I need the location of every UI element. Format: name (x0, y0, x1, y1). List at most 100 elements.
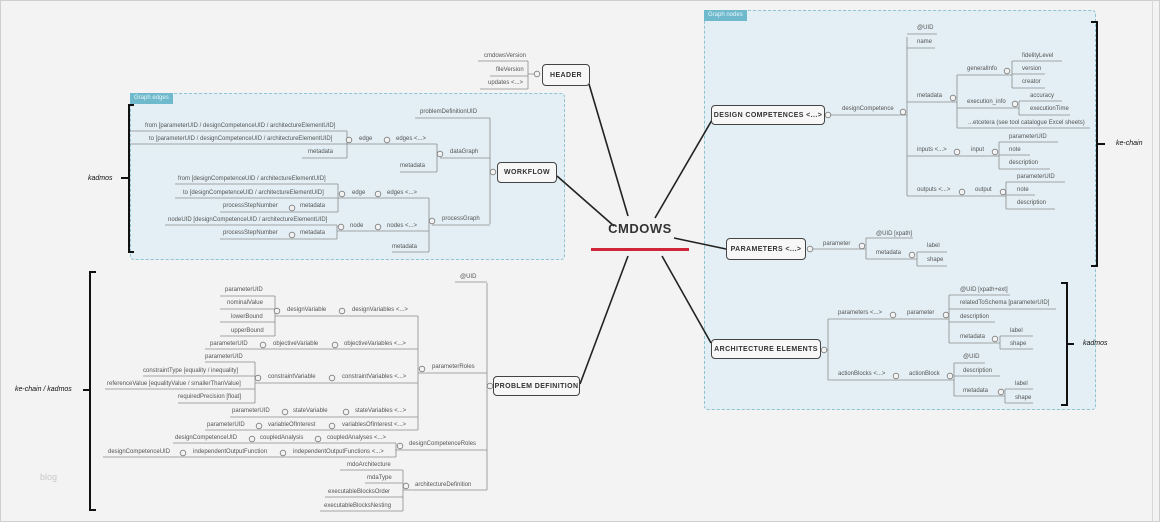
ae-action-block[interactable]: actionBlock (909, 371, 940, 377)
wf-pg-node-uid[interactable]: nodeUID [designCompetenceUID / architect… (168, 217, 328, 223)
pd-architecture-definition[interactable]: architectureDefinition (415, 482, 472, 488)
dc-etcetera[interactable]: ...etcetera (see tool catalogue Excel sh… (968, 120, 1085, 126)
pd-coupled-analyses[interactable]: coupledAnalyses <...> (327, 435, 387, 441)
wf-pg-edge-to[interactable]: to [designCompetenceUID / architectureEl… (183, 190, 324, 196)
dc-design-competence[interactable]: designCompetence (842, 106, 894, 112)
pd-state-variables[interactable]: stateVariables <...> (355, 408, 407, 414)
pd-variables-of-interest[interactable]: variablesOfInterest <...> (342, 422, 407, 428)
dc-input-description[interactable]: description (1009, 160, 1039, 166)
pd-constraint-variables[interactable]: constraintVariables <...> (342, 374, 407, 380)
pd-state-variable[interactable]: stateVariable (293, 408, 328, 414)
wf-dg-edge-to[interactable]: to [parameterUID / designCompetenceUID /… (149, 136, 333, 142)
dc-input-note[interactable]: note (1009, 147, 1021, 153)
pd-executable-blocks-order[interactable]: executableBlocksOrder (328, 489, 391, 495)
dc-fidelity-level[interactable]: fidelityLevel (1022, 53, 1054, 59)
pd-executable-blocks-nesting[interactable]: executableBlocksNesting (324, 503, 392, 509)
wf-pg-nodes[interactable]: nodes <...> (387, 223, 418, 229)
dc-creator[interactable]: creator (1022, 79, 1041, 85)
pd-coupled-analysis[interactable]: coupledAnalysis (260, 435, 304, 441)
topic-header[interactable]: HEADER (542, 64, 590, 86)
ae-action-block-description[interactable]: description (963, 368, 993, 374)
dc-metadata[interactable]: metadata (917, 93, 943, 99)
dc-input[interactable]: input (971, 147, 985, 153)
wf-dg-edge-from[interactable]: from [parameterUID / designCompetenceUID… (145, 123, 336, 129)
wf-dg-edge[interactable]: edge (359, 136, 373, 142)
ae-action-blocks[interactable]: actionBlocks <...> (838, 371, 886, 377)
central-topic-cmdows[interactable]: CMDOWS (608, 221, 672, 236)
dc-input-parameter-uid[interactable]: parameterUID (1009, 134, 1047, 140)
wf-data-graph[interactable]: dataGraph (450, 149, 479, 155)
topic-parameters[interactable]: PARAMETERS <...> (726, 238, 806, 260)
pd-design-competence-roles[interactable]: designCompetenceRoles (409, 441, 477, 447)
pd-variable-of-interest[interactable]: variableOfInterest (268, 422, 316, 428)
wf-dg-metadata[interactable]: metadata (400, 163, 426, 169)
pd-dv-upper-bound[interactable]: upperBound (231, 328, 264, 334)
dc-output-parameter-uid[interactable]: parameterUID (1017, 174, 1055, 180)
ae-parameter-description[interactable]: description (960, 314, 990, 320)
ae-action-block-shape[interactable]: shape (1015, 395, 1032, 401)
ae-parameter-label[interactable]: label (1010, 328, 1023, 334)
wf-pg-metadata[interactable]: metadata (392, 244, 418, 250)
pd-design-variables[interactable]: designVariables <...> (352, 307, 408, 313)
dc-output-note[interactable]: note (1017, 187, 1029, 193)
pd-cv-parameter-uid[interactable]: parameterUID (205, 354, 243, 360)
ae-related-to-schema[interactable]: relatedToSchema [parameterUID] (960, 300, 1050, 306)
pd-uid[interactable]: @UID (460, 274, 477, 280)
pd-parameter-roles[interactable]: parameterRoles (432, 364, 475, 370)
pd-dv-parameter-uid[interactable]: parameterUID (225, 287, 263, 293)
dc-execution-info[interactable]: execution_info (967, 99, 1006, 105)
ae-action-block-label[interactable]: label (1015, 381, 1028, 387)
par-parameter[interactable]: parameter (823, 241, 851, 247)
par-uid[interactable]: @UID [xpath] (876, 231, 913, 237)
wf-dg-edges[interactable]: edges <...> (396, 136, 427, 142)
dc-execution-time[interactable]: executionTime (1030, 106, 1069, 112)
pd-cv-reference-value[interactable]: referenceValue [equalityValue / smallerT… (107, 381, 241, 387)
pd-independent-output-functions[interactable]: independentOutputFunctions <...> (293, 449, 384, 455)
ae-action-block-metadata[interactable]: metadata (963, 388, 989, 394)
topic-architecture-elements[interactable]: ARCHITECTURE ELEMENTS (711, 339, 821, 359)
pd-design-variable[interactable]: designVariable (287, 307, 327, 313)
ae-action-block-uid[interactable]: @UID (963, 354, 980, 360)
par-shape[interactable]: shape (927, 257, 944, 263)
wf-pg-edge-from[interactable]: from [designCompetenceUID / architecture… (178, 176, 326, 182)
dc-uid[interactable]: @UID (917, 25, 934, 31)
wf-pg-edge-step[interactable]: processStepNumber (223, 203, 278, 209)
dc-general-info[interactable]: generalInfo (967, 66, 998, 72)
wf-problem-definition-uid[interactable]: problemDefinitionUID (420, 109, 478, 115)
ae-parameter-metadata[interactable]: metadata (960, 334, 986, 340)
pd-iof-design-competence-uid[interactable]: designCompetenceUID (108, 449, 171, 455)
ae-parameter-uid[interactable]: @UID [xpath+ext] (960, 287, 1008, 293)
pd-mdo-architecture[interactable]: mdoArchitecture (347, 462, 391, 468)
pd-dv-nominal-value[interactable]: nominalValue (227, 300, 263, 306)
scrollbar-edge[interactable] (1152, 0, 1153, 522)
wf-pg-node[interactable]: node (350, 223, 364, 229)
header-updates[interactable]: updates <...> (488, 80, 524, 86)
topic-design-competences[interactable]: DESIGN COMPETENCES <...> (711, 105, 825, 125)
wf-pg-node-metadata[interactable]: metadata (300, 230, 326, 236)
pd-cv-required-precision[interactable]: requiredPrecision [float] (178, 394, 242, 400)
wf-pg-edges[interactable]: edges <...> (387, 190, 418, 196)
dc-version[interactable]: version (1022, 66, 1042, 72)
dc-outputs[interactable]: outputs <...> (917, 187, 951, 193)
topic-workflow[interactable]: WORKFLOW (497, 162, 557, 183)
ae-parameter-shape[interactable]: shape (1010, 341, 1027, 347)
wf-pg-node-step[interactable]: processStepNumber (223, 230, 278, 236)
pd-ov-parameter-uid[interactable]: parameterUID (210, 341, 248, 347)
pd-constraint-variable[interactable]: constraintVariable (268, 374, 316, 380)
dc-inputs[interactable]: inputs <...> (917, 147, 947, 153)
header-file-version[interactable]: fileVersion (496, 67, 524, 73)
wf-pg-edge[interactable]: edge (352, 190, 366, 196)
wf-process-graph[interactable]: processGraph (442, 216, 480, 222)
pd-dv-lower-bound[interactable]: lowerBound (231, 314, 263, 320)
par-label[interactable]: label (927, 243, 940, 249)
ae-parameter[interactable]: parameter (907, 310, 935, 316)
dc-output[interactable]: output (975, 187, 992, 193)
pd-mda-type[interactable]: mdaType (367, 475, 392, 481)
wf-pg-edge-metadata[interactable]: metadata (300, 203, 326, 209)
pd-voi-parameter-uid[interactable]: parameterUID (207, 422, 245, 428)
dc-name[interactable]: name (917, 39, 933, 45)
dc-accuracy[interactable]: accuracy (1030, 93, 1055, 99)
pd-cv-constraint-type[interactable]: constraintType [equality / inequality] (143, 368, 239, 374)
pd-ca-design-competence-uid[interactable]: designCompetenceUID (175, 435, 238, 441)
pd-independent-output-function[interactable]: independentOutputFunction (193, 449, 268, 455)
